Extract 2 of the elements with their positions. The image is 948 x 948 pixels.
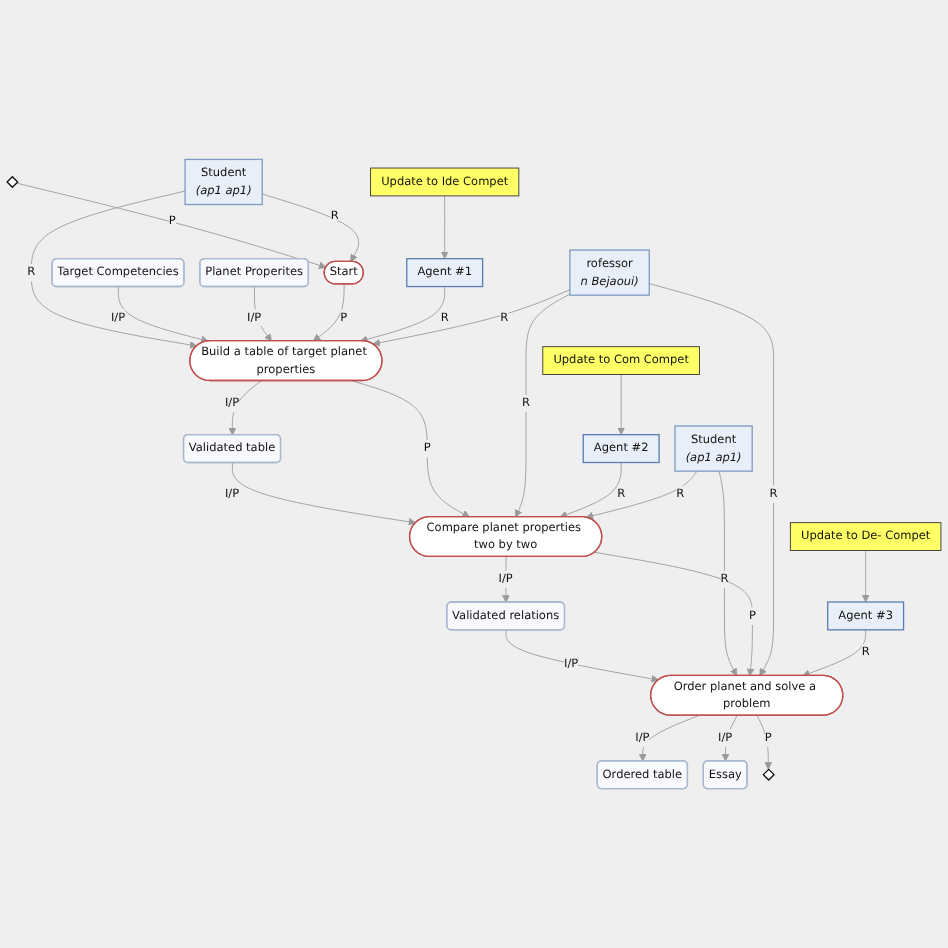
node-diamond [762, 768, 775, 781]
node-diamond [6, 175, 19, 189]
